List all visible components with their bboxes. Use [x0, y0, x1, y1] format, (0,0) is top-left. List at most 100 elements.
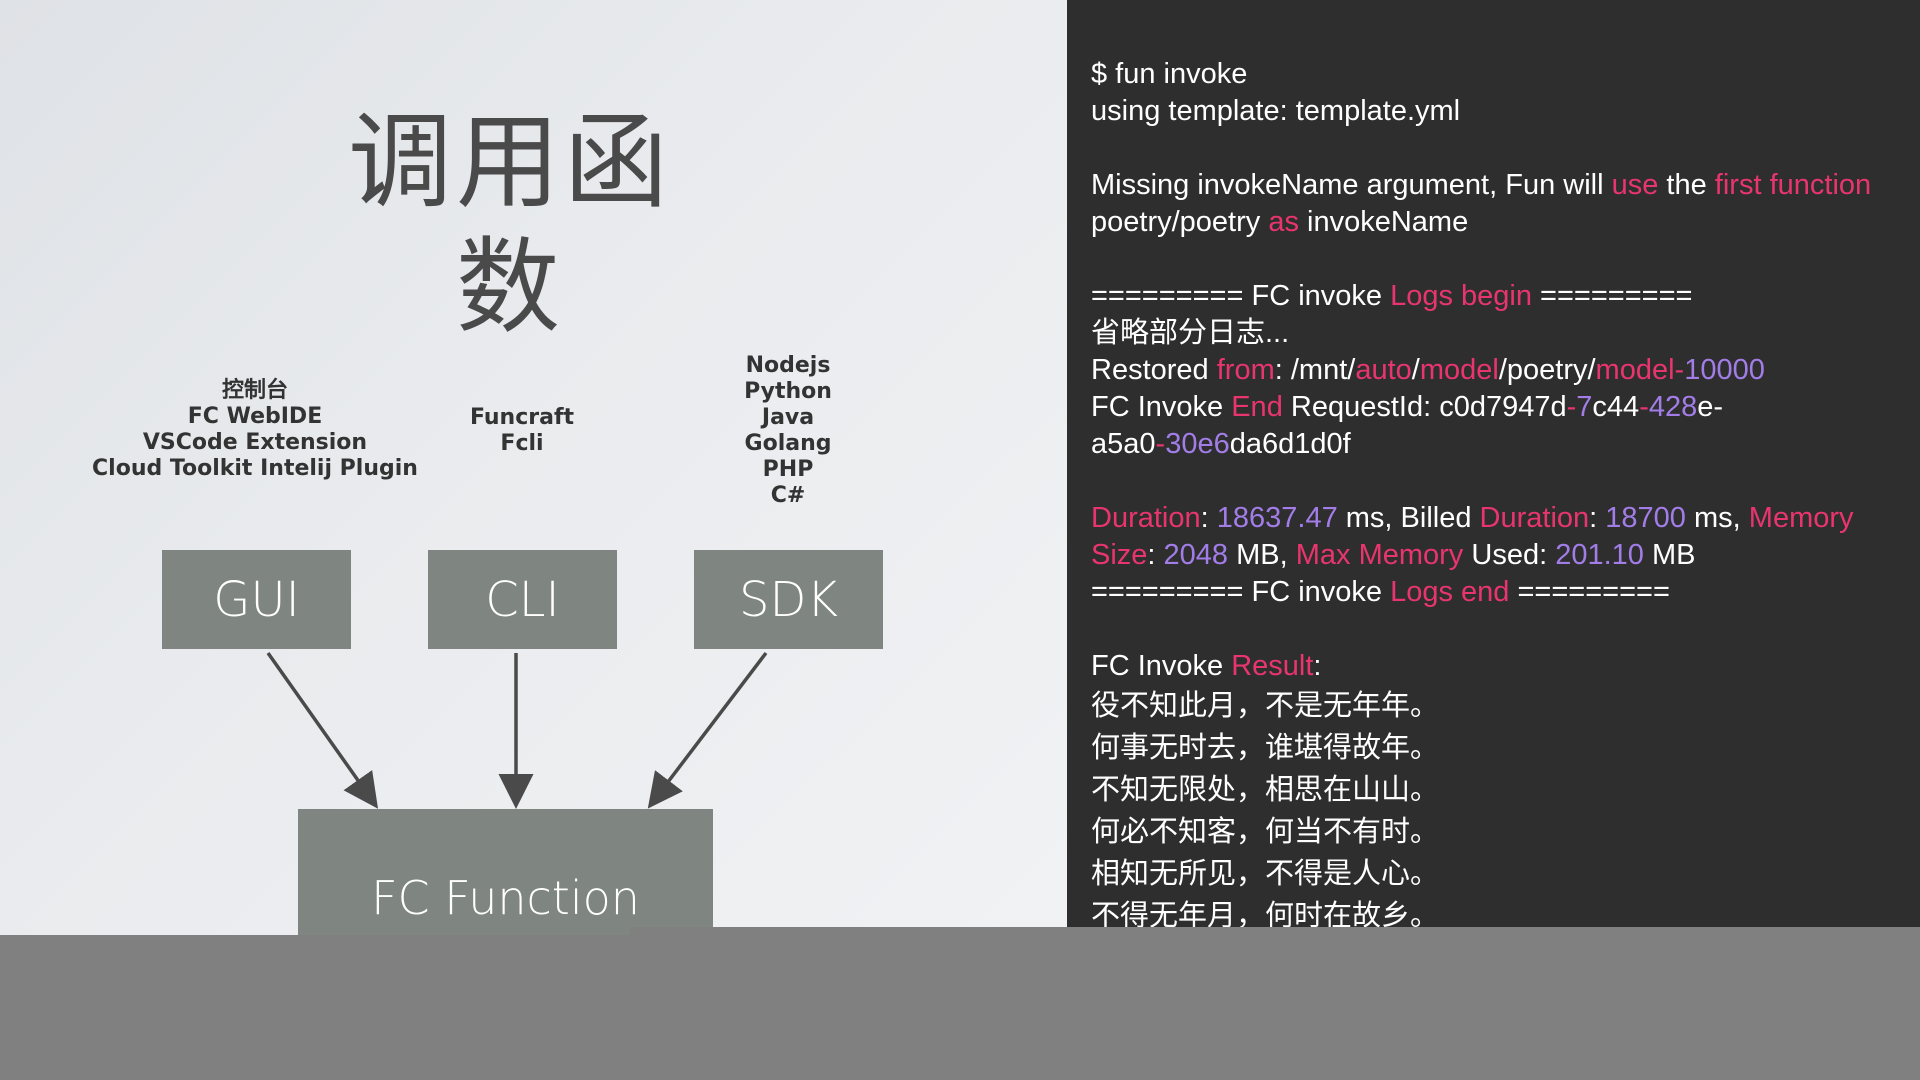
text-run: Missing invokeName argument, Fun will: [1091, 169, 1612, 201]
terminal-line: Missing invokeName argument, Fun will us…: [1091, 167, 1920, 204]
number-run: 30e6: [1165, 428, 1230, 460]
terminal-line: a5a0-30e6da6d1d0f: [1091, 426, 1920, 463]
text-run: c44: [1592, 391, 1640, 423]
gui-client-line: FC WebIDE: [187, 404, 323, 429]
cli-clients-label: Funcraft Fcli: [422, 405, 622, 457]
fc-function-box: FC Function: [298, 809, 713, 935]
poem-line: 何必不知客，何当不有时。: [1091, 816, 1440, 848]
arrow-gui-to-fc: [266, 651, 379, 809]
text-run: the: [1658, 169, 1715, 201]
gui-clients-label: 控制台 FC WebIDE VSCode Extension Cloud Too…: [60, 378, 450, 482]
sdk-client-line: Java: [761, 405, 815, 430]
gui-client-line: VSCode Extension: [142, 430, 368, 455]
text-run: =========: [1509, 576, 1670, 608]
terminal-line: Size: 2048 MB, Max Memory Used: 201.10 M…: [1091, 537, 1920, 574]
terminal-line: Duration: 18637.47 ms, Billed Duration: …: [1091, 500, 1920, 537]
sdk-client-line: PHP: [762, 457, 814, 482]
terminal-blank-line: [1091, 611, 1920, 648]
poem-line: 相知无所见，不得是人心。: [1091, 858, 1440, 890]
text-run: FC Invoke: [1091, 391, 1232, 423]
keyword-run: Size: [1091, 539, 1148, 571]
text-run: RequestId: c0d7947d: [1282, 391, 1567, 423]
keyword-run: Max Memory: [1295, 539, 1464, 571]
poem-line: 何事无时去，谁堪得故年。: [1091, 732, 1440, 764]
number-run: 18700: [1605, 502, 1686, 534]
terminal-line: FC Invoke End RequestId: c0d7947d-7c44-4…: [1091, 389, 1920, 426]
text-run: ========= FC invoke: [1091, 576, 1391, 608]
keyword-run: Result: [1231, 650, 1314, 682]
keyword-run: -: [1155, 428, 1166, 460]
keyword-run: model: [1595, 354, 1675, 386]
terminal-blank-line: [1091, 241, 1920, 278]
text-run: Used:: [1463, 539, 1556, 571]
text-run: : /mnt/: [1274, 354, 1356, 386]
terminal-line: FC Invoke Result:: [1091, 648, 1920, 685]
terminal-line: ========= FC invoke Logs begin =========: [1091, 278, 1920, 315]
terminal-line: $ fun invoke: [1091, 58, 1248, 90]
number-run: 428: [1648, 391, 1698, 423]
text-run: ms, Billed: [1337, 502, 1480, 534]
gui-client-line: 控制台: [221, 378, 288, 403]
bottom-band-overlay: [630, 927, 1920, 1080]
sdk-client-line: Nodejs: [745, 353, 831, 378]
keyword-run: Duration: [1091, 502, 1201, 534]
number-run: 7: [1576, 391, 1593, 423]
terminal-blank-line: [1091, 130, 1920, 167]
sdk-client-line: Golang: [744, 431, 832, 456]
slide-title: 调用函数: [347, 101, 672, 348]
sdk-client-line: Python: [744, 379, 832, 404]
text-run: FC Invoke: [1091, 650, 1232, 682]
keyword-run: Logs end: [1390, 576, 1510, 608]
text-run: a5a0: [1091, 428, 1156, 460]
keyword-run: auto: [1355, 354, 1412, 386]
terminal-line: 省略部分日志...: [1091, 317, 1290, 349]
keyword-run: as: [1268, 206, 1299, 238]
keyword-run: End: [1231, 391, 1283, 423]
terminal-blank-line: [1091, 463, 1920, 500]
number-run: 2048: [1163, 539, 1229, 571]
terminal-line: ========= FC invoke Logs end =========: [1091, 574, 1920, 611]
poem-line: 不知无限处，相思在山山。: [1091, 774, 1440, 806]
text-run: Restored: [1091, 354, 1217, 386]
keyword-run: model: [1419, 354, 1499, 386]
keyword-run: -: [1674, 354, 1685, 386]
text-run: /poetry/: [1498, 354, 1596, 386]
text-run: MB,: [1228, 539, 1296, 571]
text-run: invokeName: [1298, 206, 1469, 238]
text-run: ========= FC invoke: [1091, 280, 1391, 312]
cli-client-line: Fcli: [500, 431, 544, 456]
text-run: =========: [1531, 280, 1693, 312]
number-run: 18637.47: [1216, 502, 1338, 534]
keyword-run: Duration: [1479, 502, 1590, 534]
gui-box: GUI: [162, 550, 351, 649]
poem-line: 不得无年月，何时在故乡。: [1091, 900, 1440, 927]
text-run: :: [1147, 539, 1164, 571]
text-run: MB: [1643, 539, 1696, 571]
keyword-run: Logs begin: [1390, 280, 1532, 312]
number-run: 10000: [1684, 354, 1765, 386]
keyword-run: Memory: [1748, 502, 1854, 534]
gui-client-line: Cloud Toolkit Intelij Plugin: [92, 456, 418, 481]
poem-line: 役不知此月，不是无年年。: [1091, 690, 1440, 722]
keyword-run: -: [1639, 391, 1649, 423]
cli-client-line: Funcraft: [469, 405, 575, 430]
sdk-clients-label: Nodejs Python Java Golang PHP C#: [688, 353, 888, 509]
text-run: :: [1313, 650, 1322, 682]
terminal-line: Restored from: /mnt/auto/model/poetry/mo…: [1091, 352, 1920, 389]
terminal-line: using template: template.yml: [1091, 95, 1461, 127]
arrow-sdk-to-fc: [647, 651, 768, 809]
fc-function-label: FC Function: [371, 871, 640, 925]
text-run: e-: [1697, 391, 1724, 423]
keyword-run: -: [1566, 391, 1577, 423]
slide-panel: 调用函数 控制台 FC WebIDE VSCode Extension Clou…: [0, 0, 1067, 935]
number-run: 201.10: [1555, 539, 1644, 571]
cli-box: CLI: [428, 550, 617, 649]
text-run: poetry/poetry: [1091, 206, 1269, 238]
terminal-panel: $ fun invoke using template: template.ym…: [1067, 0, 1920, 927]
terminal-output: $ fun invoke using template: template.ym…: [1091, 56, 1920, 927]
text-run: ms,: [1685, 502, 1749, 534]
terminal-line: poetry/poetry as invokeName: [1091, 204, 1920, 241]
text-run: :: [1589, 502, 1606, 534]
keyword-run: use: [1611, 169, 1659, 201]
keyword-run: first function: [1714, 169, 1872, 201]
